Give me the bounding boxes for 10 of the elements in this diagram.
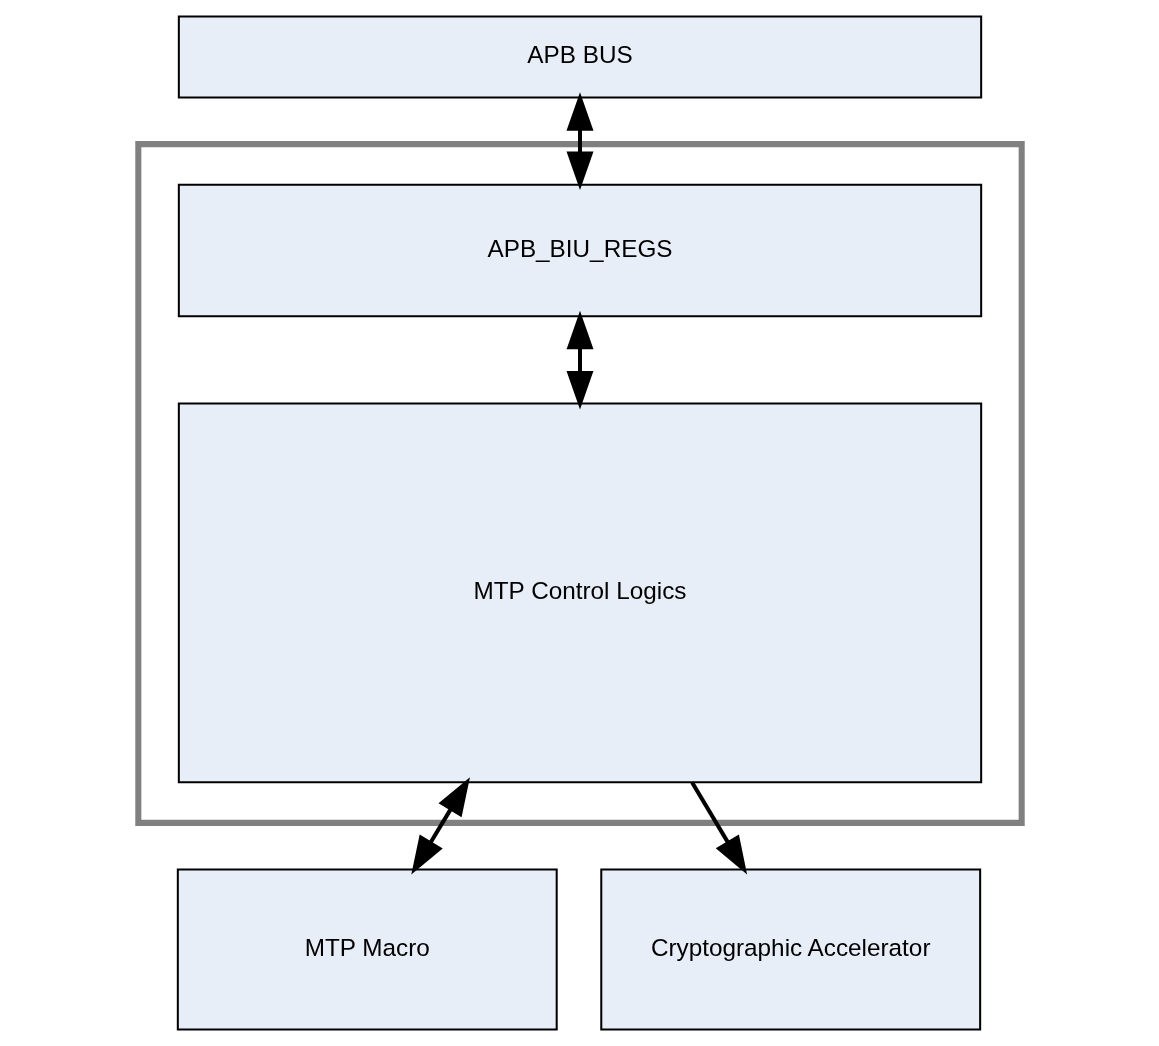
node-box: Cryptographic Accelerator [599, 868, 981, 1031]
arrow [410, 777, 470, 875]
arrow [689, 781, 747, 875]
node-box: APB_BIU_REGS [177, 183, 982, 318]
cluster [134, 141, 1025, 826]
node-box: MTP Macro [176, 868, 558, 1031]
arrow [566, 310, 593, 410]
node-box: APB BUS [177, 15, 982, 99]
node-box: MTP Control Logics [177, 402, 982, 784]
arrow [566, 92, 593, 191]
